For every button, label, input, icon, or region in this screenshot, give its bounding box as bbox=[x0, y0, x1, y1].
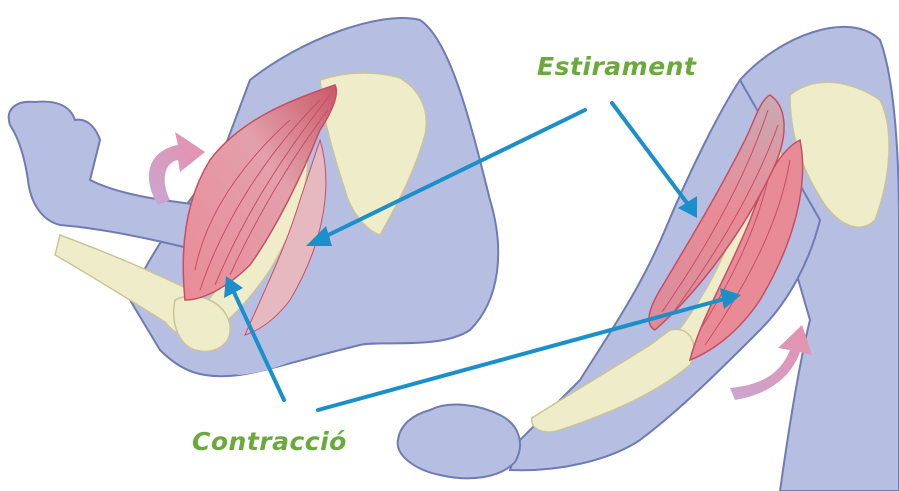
label-contraction: Contracció bbox=[192, 427, 347, 456]
label-stretch: Estirament bbox=[537, 52, 696, 81]
right-hand bbox=[398, 405, 520, 479]
left-arm bbox=[9, 18, 498, 376]
arrow-stretch-right bbox=[612, 103, 690, 207]
